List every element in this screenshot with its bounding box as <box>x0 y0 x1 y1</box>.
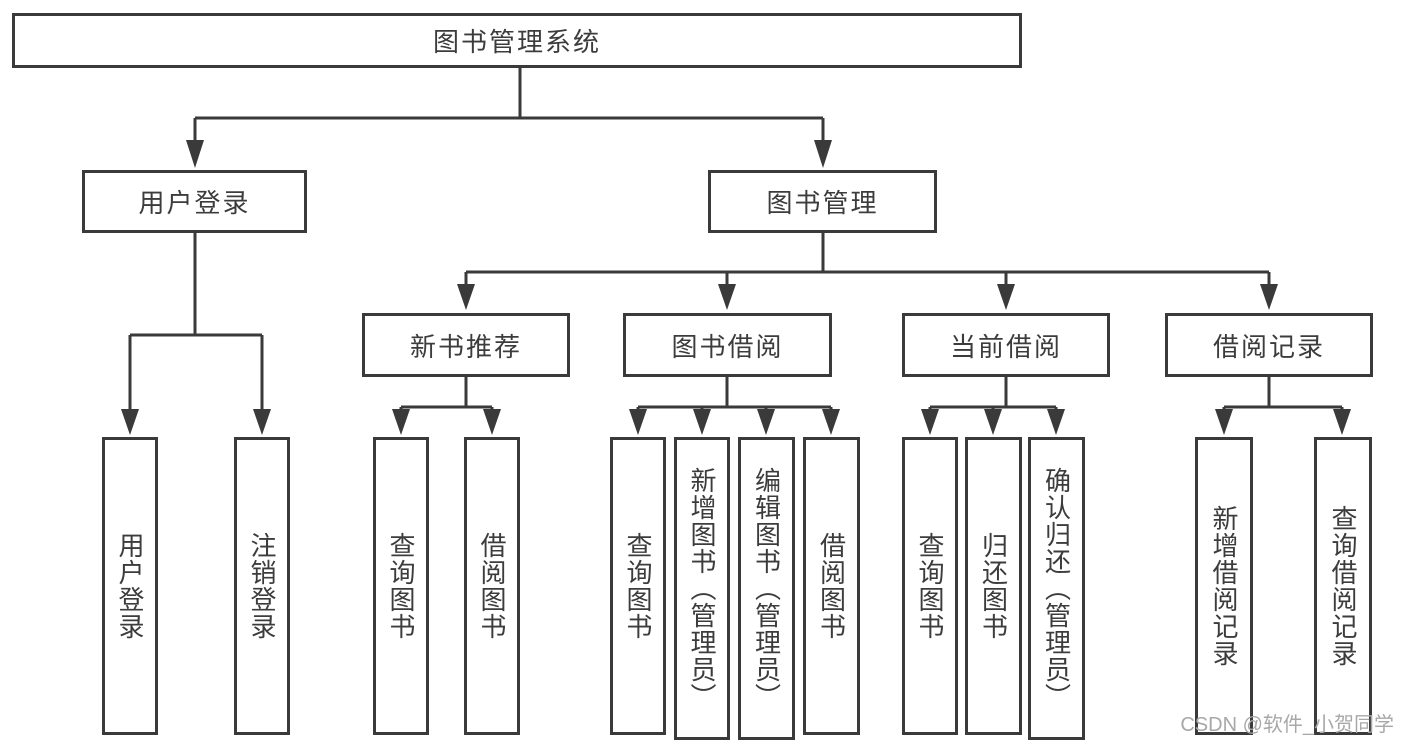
leaf-query-books-borrow-label: 查询图书 <box>623 532 653 640</box>
node-user-login-label: 用户登录 <box>138 188 251 218</box>
leaf-add-books-admin-label: 新增图书（管理员） <box>687 467 717 710</box>
leaf-user-login-label: 用户登录 <box>115 532 145 640</box>
leaf-return-books: 归还图书 <box>965 437 1022 735</box>
leaf-borrow-books-recommend: 借阅图书 <box>464 437 520 735</box>
leaf-return-books-label: 归还图书 <box>978 532 1009 640</box>
node-new-book-recommendation-label: 新书推荐 <box>409 331 522 362</box>
leaf-confirm-return-admin-label: 确认归还（管理员） <box>1041 467 1072 710</box>
leaf-query-books-recommend: 查询图书 <box>373 437 429 735</box>
leaf-add-borrow-record: 新增借阅记录 <box>1195 437 1253 735</box>
leaf-user-login: 用户登录 <box>102 437 158 735</box>
node-root: 图书管理系统 <box>12 13 1022 68</box>
leaf-query-books-current-label: 查询图书 <box>915 532 945 640</box>
node-user-login: 用户登录 <box>82 170 307 233</box>
node-borrowing-records: 借阅记录 <box>1165 313 1373 377</box>
node-book-borrowing: 图书借阅 <box>623 313 832 377</box>
leaf-query-borrow-record: 查询借阅记录 <box>1314 437 1372 735</box>
node-borrowing-records-label: 借阅记录 <box>1212 331 1325 362</box>
node-new-book-recommendation: 新书推荐 <box>362 313 570 377</box>
leaf-query-books-current: 查询图书 <box>902 437 958 735</box>
watermark: CSDN @软件_小贺同学 <box>1180 714 1394 736</box>
leaf-borrow-books-recommend-label: 借阅图书 <box>477 532 507 640</box>
node-root-label: 图书管理系统 <box>432 27 601 57</box>
leaf-query-books-recommend-label: 查询图书 <box>386 532 416 640</box>
leaf-logout: 注销登录 <box>234 437 290 735</box>
leaf-query-books-borrow: 查询图书 <box>610 437 666 735</box>
leaf-query-borrow-record-label: 查询借阅记录 <box>1328 505 1358 667</box>
leaf-add-books-admin: 新增图书（管理员） <box>674 437 730 740</box>
node-book-management: 图书管理 <box>708 170 937 233</box>
leaf-add-borrow-record-label: 新增借阅记录 <box>1209 505 1239 667</box>
leaf-logout-label: 注销登录 <box>247 532 277 640</box>
node-current-borrowing: 当前借阅 <box>902 313 1110 377</box>
leaf-borrow-books-label: 借阅图书 <box>816 532 847 640</box>
leaf-edit-books-admin: 编辑图书（管理员） <box>738 437 795 740</box>
node-current-borrowing-label: 当前借阅 <box>949 331 1062 362</box>
leaf-borrow-books: 借阅图书 <box>803 437 860 735</box>
node-book-management-label: 图书管理 <box>766 188 879 218</box>
leaf-edit-books-admin-label: 编辑图书（管理员） <box>751 467 782 710</box>
node-book-borrowing-label: 图书借阅 <box>671 331 784 362</box>
leaf-confirm-return-admin: 确认归还（管理员） <box>1028 437 1085 740</box>
